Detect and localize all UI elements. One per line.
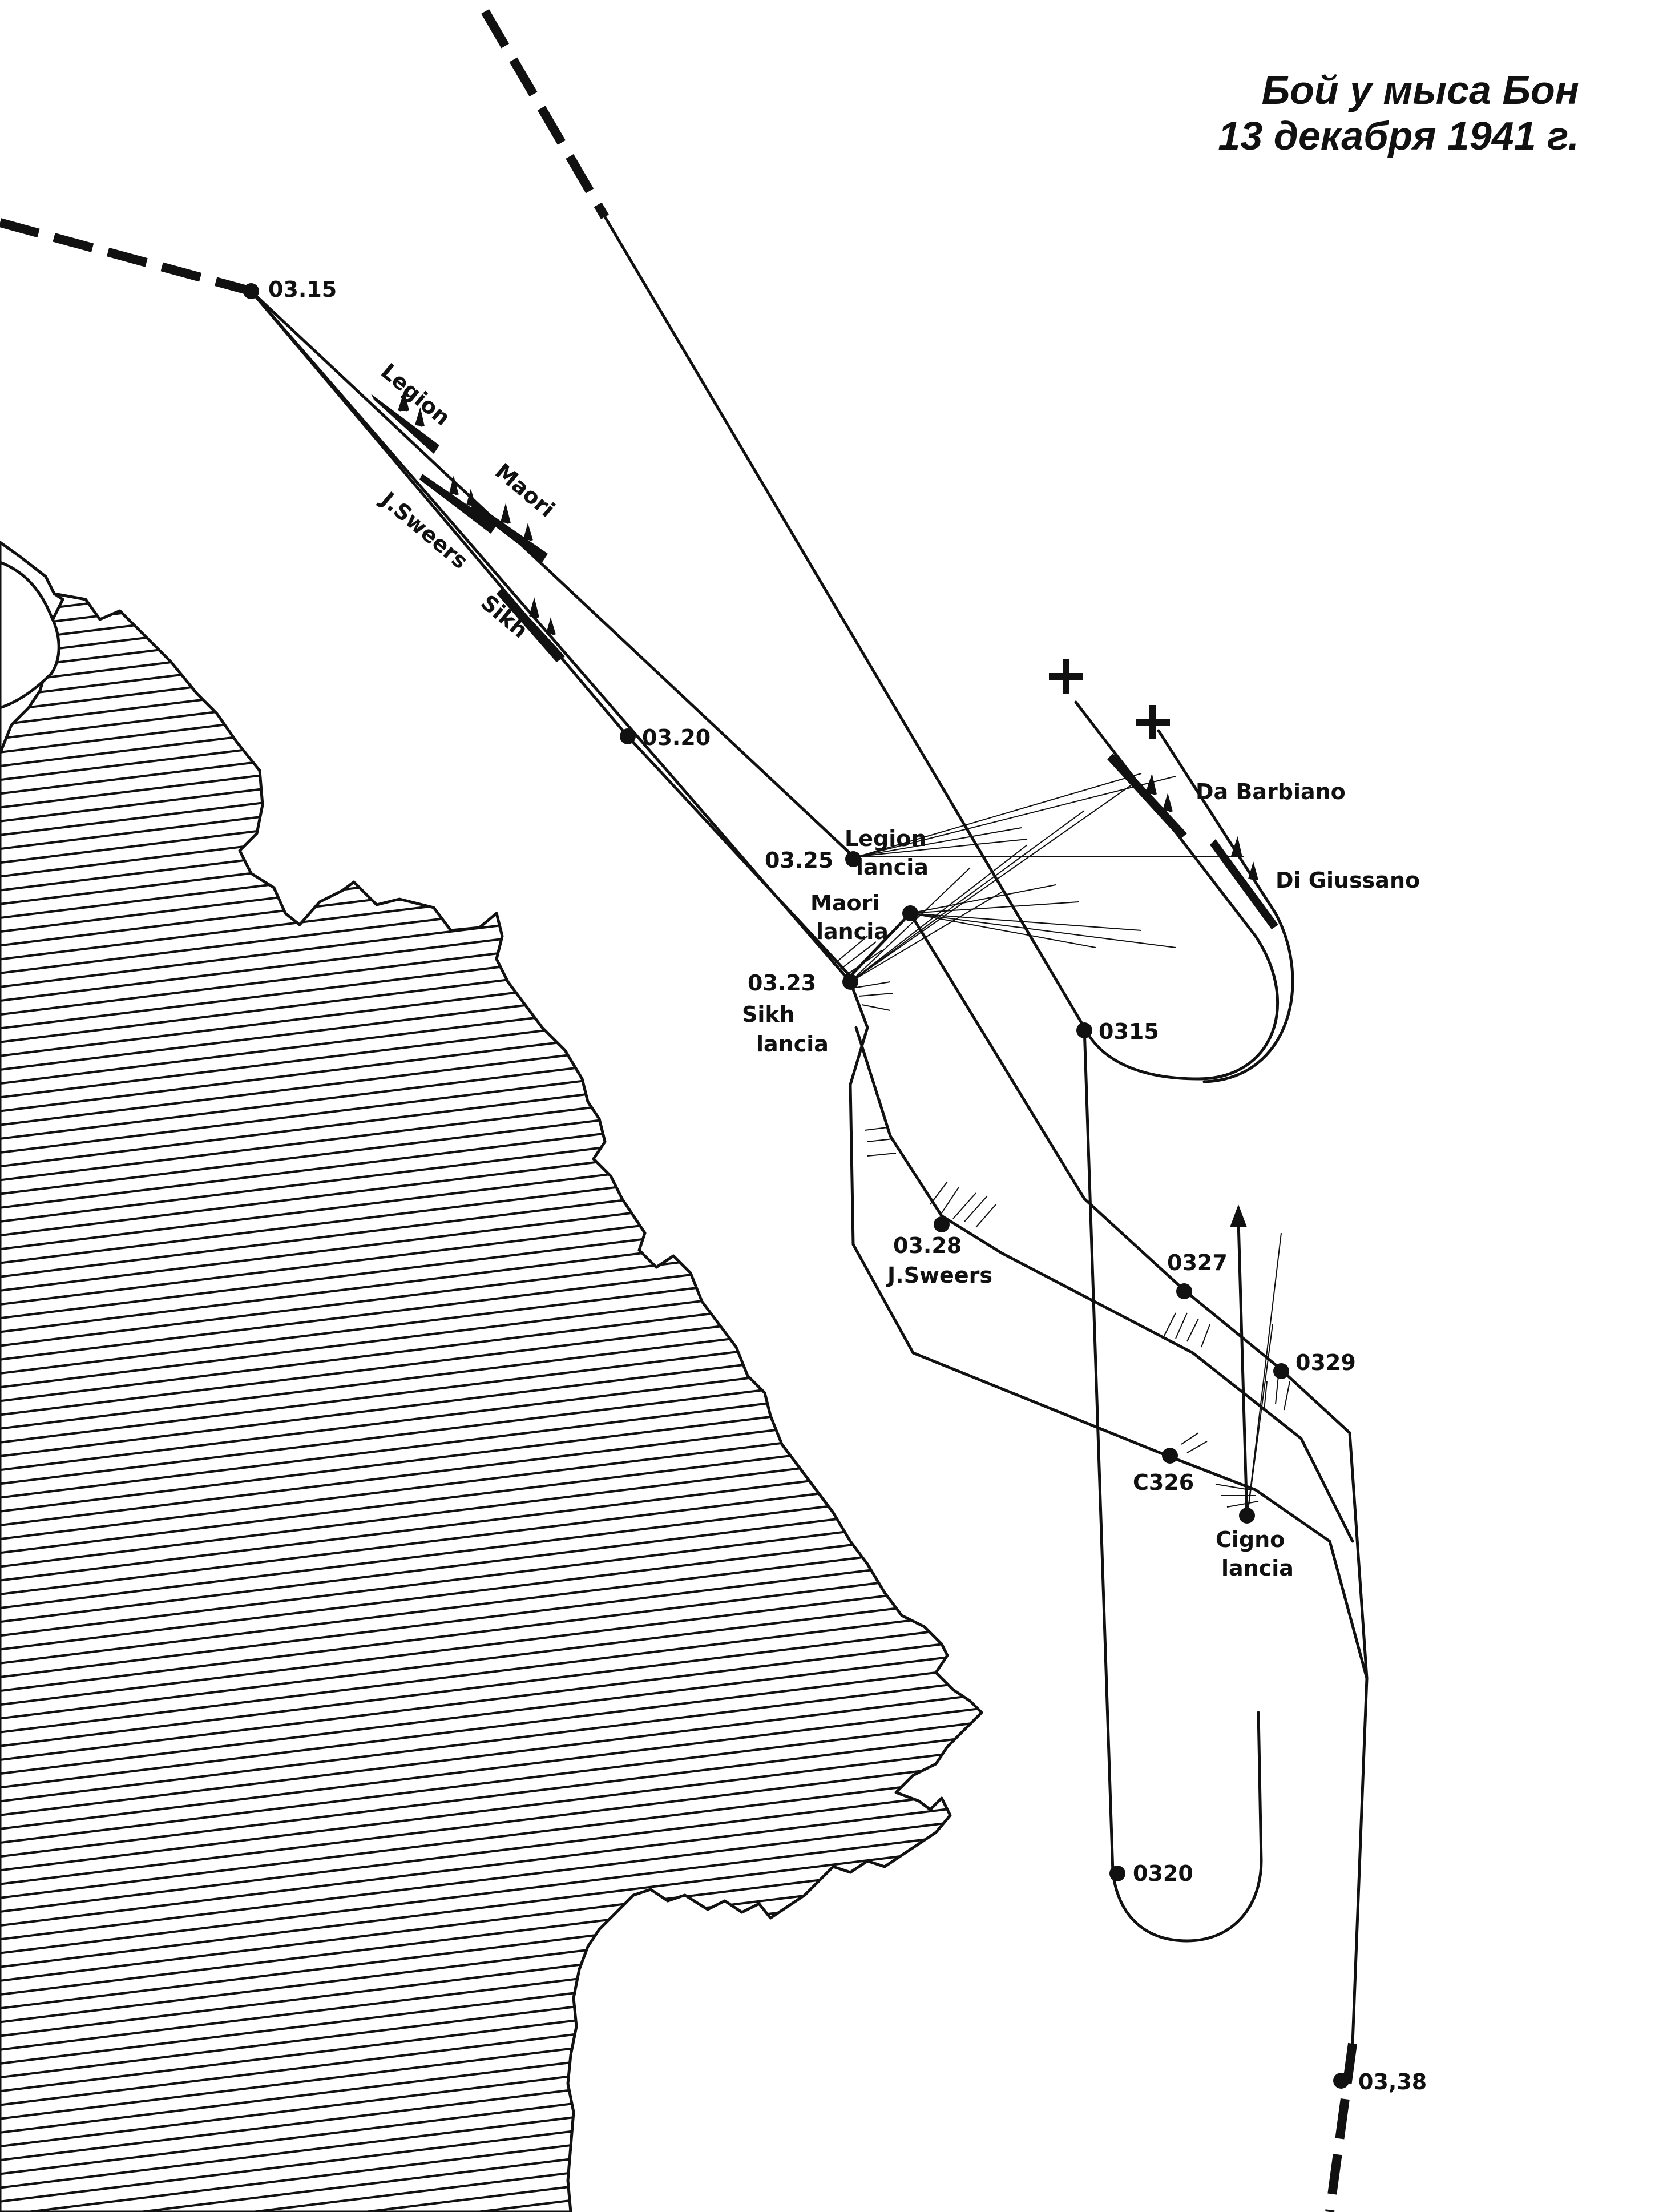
track-di-giussano-loop (1157, 729, 1294, 1083)
cigno-torpedo-line-2 (1246, 1324, 1273, 1519)
label-cigno-lancia-2: lancia (1221, 1556, 1294, 1581)
label-maori-lancia-2: lancia (816, 919, 889, 944)
ship-legion-icon (371, 394, 439, 454)
label-di-giussano: Di Giussano (1276, 868, 1420, 893)
track-legion (249, 289, 861, 864)
time-0328: 03.28 (893, 1233, 962, 1258)
ship-di-giussano-icon (1210, 839, 1278, 929)
time-0338: 03,38 (1358, 2069, 1427, 2094)
track-da-barbiano-loop (1074, 700, 1280, 1081)
ship-jsweers-icon (419, 474, 497, 534)
ship-silhouettes-italian (1107, 754, 1278, 929)
time-0315-start: 03.15 (268, 277, 337, 302)
map-title-line1: Бой у мыса Бон (1261, 68, 1579, 112)
label-sikh-lancia-2: lancia (756, 1032, 829, 1057)
label-da-barbiano: Da Barbiano (1196, 779, 1346, 804)
coastline-land (0, 541, 983, 2212)
track-italian-loop (1111, 1711, 1263, 1943)
torpedo-fans (850, 773, 1244, 982)
label-legion-lancia-1: Legion (845, 826, 926, 851)
time-0327: 0327 (1167, 1250, 1228, 1275)
time-0326: C326 (1133, 1470, 1194, 1495)
ship-silhouettes-british (371, 390, 565, 662)
lake-shore (0, 561, 60, 710)
time-0320-italian: 0320 (1133, 1861, 1193, 1886)
italian-approach-dashed (481, 9, 609, 220)
map-title-line2: 13 декабря 1941 г. (1218, 114, 1579, 158)
sunk-cross-icon (1049, 659, 1170, 739)
direction-arrow-icon (1230, 1204, 1247, 1227)
label-sikh-lancia-1: Sikh (742, 1002, 795, 1027)
ship-maori-icon (471, 502, 548, 562)
track-cigno (1237, 1220, 1249, 1520)
label-maori: Maori (490, 458, 559, 522)
time-0323: 03.23 (748, 970, 816, 996)
cigno-torpedo-line (1246, 1232, 1282, 1519)
label-cigno-lancia-1: Cigno (1216, 1527, 1285, 1552)
track-maori (249, 289, 1369, 1680)
label-jsweers-lancia: J.Sweers (886, 1263, 992, 1288)
track-jsweers (854, 1026, 1354, 1543)
track-south (1351, 1677, 1369, 2045)
british-approach-dashed (0, 218, 253, 296)
time-0315-italian: 0315 (1099, 1019, 1159, 1044)
gunfire-marks (833, 936, 1290, 1508)
track-sikh (249, 289, 1369, 1680)
time-0320-allied: 03.20 (642, 725, 711, 750)
ship-da-barbiano-icon (1107, 754, 1187, 839)
departure-dashed (1325, 2042, 1357, 2212)
label-maori-lancia-1: Maori (810, 891, 879, 916)
position-dots (243, 283, 1349, 2089)
ship-sikh-icon (497, 588, 565, 662)
label-legion-lancia-2: lancia (856, 855, 929, 880)
time-0329: 0329 (1295, 1350, 1356, 1375)
time-0325: 03.25 (765, 848, 833, 873)
